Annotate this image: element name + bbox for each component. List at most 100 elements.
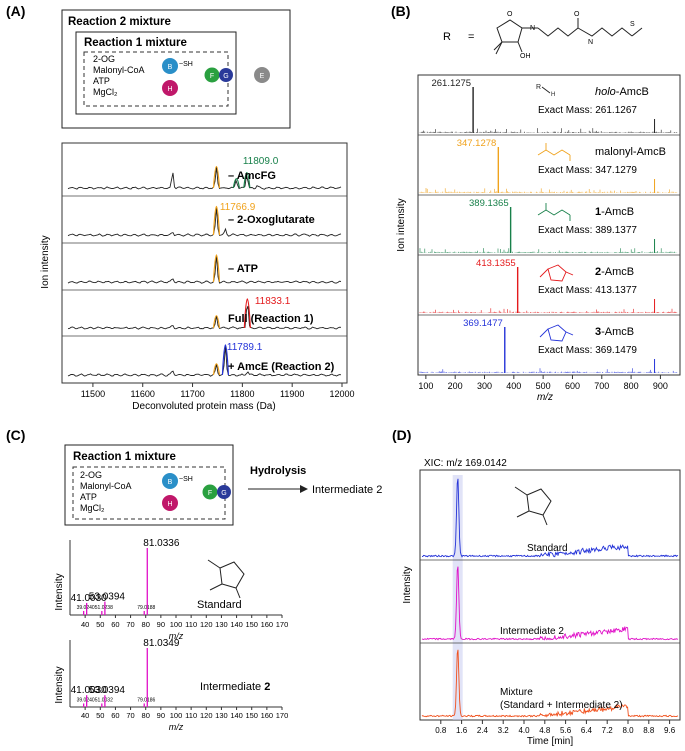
panel-c-xtick-label: 80 — [142, 620, 150, 629]
panel-b-noise — [419, 308, 678, 313]
c-protein-f-ball: F — [202, 484, 218, 500]
panel-c-xtick-label: 160 — [261, 711, 274, 720]
panel-b-xtick-label: 900 — [653, 381, 668, 391]
panel-b-ylabel: Ion intensity — [396, 198, 407, 251]
c-reagent-atp: ATP — [80, 492, 97, 502]
panel-d-xtick-label: 2.4 — [477, 726, 489, 735]
panel-c-xtick-label: 90 — [157, 711, 165, 720]
panel-b-structure-ring — [547, 324, 567, 342]
panel-c-bond — [207, 559, 221, 569]
xic-label: XIC: m/z 169.0142 — [424, 458, 507, 469]
c-reagent-mgcl2: MgCl₂ — [80, 503, 105, 513]
panel-d-xtick-label: 8.8 — [643, 726, 655, 735]
panel-b-peak-label: 413.1355 — [476, 258, 516, 269]
panel-c-peak-label: 79.0188 — [137, 605, 155, 611]
panel-c-peak-label: 41.0030 — [71, 685, 108, 696]
panel-b-structure-bond — [565, 331, 574, 336]
r-structure-n1: N — [530, 25, 535, 32]
r-structure-s: S — [630, 21, 635, 28]
r-structure-o2: O — [574, 11, 580, 18]
panel-d-label: (D) — [392, 427, 411, 443]
panel-c-xtick-label: 100 — [170, 711, 183, 720]
panel-d-xtick-label: 8.0 — [622, 726, 634, 735]
svg-text:H: H — [167, 501, 172, 508]
panel-c-peak-label: 51.0238 — [95, 605, 113, 611]
panel-b-exact-mass: Exact Mass: 369.1479 — [538, 345, 637, 356]
panel-a-peak-mark — [243, 172, 251, 189]
hydrolysis-arrowhead — [300, 485, 308, 493]
panel-d-trace — [421, 566, 679, 641]
panel-d-xtick-label: 7.2 — [602, 726, 614, 735]
panel-c-xtick-label: 60 — [111, 711, 119, 720]
r-group-label: R — [443, 31, 451, 43]
svg-text:B: B — [168, 64, 173, 71]
panel-b-peak-label: 369.1477 — [463, 318, 503, 329]
panel-c-peak-label: 41.0030 — [71, 593, 108, 604]
panel-c-peak-label: 39.0240 — [77, 697, 95, 703]
svg-text:H: H — [167, 86, 172, 93]
panel-b-exact-mass: Exact Mass: 389.1377 — [538, 225, 637, 236]
c-protein-h-ball: H — [162, 495, 178, 511]
panel-b-peak-label: 389.1365 — [469, 198, 509, 209]
panel-a-condition-label: Full (Reaction 1) — [228, 313, 314, 325]
panel-b-species-label: 2-AmcB — [595, 266, 634, 278]
panel-c-bond — [209, 583, 223, 591]
protein-g-ball: G — [219, 68, 233, 82]
panel-c-xlabel: m/z — [169, 722, 184, 732]
panel-b-structure-r: R — [536, 84, 541, 91]
panel-a-peak-label: 11766.9 — [220, 202, 256, 213]
svg-text:F: F — [208, 490, 212, 497]
reaction1-box — [75, 31, 237, 115]
panel-b-peak-label: 347.1278 — [457, 138, 497, 149]
panel-a-xtick-label: 11900 — [280, 389, 304, 399]
panel-c-peak-label: 53.0394 — [89, 592, 126, 603]
c-reaction1-box — [64, 444, 234, 526]
c-reaction1-title: Reaction 1 mixture — [73, 451, 176, 463]
reaction2-title: Reaction 2 mixture — [68, 16, 171, 28]
reaction2-box — [61, 9, 291, 129]
panel-c-peak-label: 81.0336 — [143, 538, 180, 549]
hydrolysis-product: Intermediate 2 — [312, 484, 382, 496]
panel-a-xtick-label: 11600 — [131, 389, 155, 399]
panel-a-peak-label: 11809.0 — [243, 156, 279, 167]
panel-b-peak-label: 261.1275 — [431, 78, 471, 89]
panel-b-xtick-label: 100 — [418, 381, 433, 391]
c-sh-label: ~SH — [179, 476, 193, 483]
panel-c-xtick-label: 50 — [96, 711, 104, 720]
panel-b-structure-ring — [547, 264, 567, 282]
panel-b-noise — [419, 128, 678, 133]
panel-d-plot-frame — [419, 469, 681, 721]
reagent-malonyl-coa: Malonyl-CoA — [93, 65, 145, 75]
panel-b-exact-mass: Exact Mass: 261.1267 — [538, 105, 637, 116]
panel-b-species-label: 3-AmcB — [595, 326, 634, 338]
panel-b-xtick-label: 700 — [594, 381, 609, 391]
panel-a-trace — [67, 305, 342, 330]
panel-c-xtick-label: 160 — [261, 620, 274, 629]
svg-text:G: G — [221, 490, 226, 497]
panel-b-exact-mass: Exact Mass: 347.1279 — [538, 165, 637, 176]
sh-label: ~SH — [179, 61, 193, 68]
svg-text:F: F — [210, 73, 214, 80]
panel-a-trace — [67, 344, 342, 377]
panel-b-xtick-label: 200 — [448, 381, 463, 391]
panel-a: (A) Reaction 2 mixture Reaction 1 mixtur… — [6, 3, 355, 412]
panel-c-peak-label: 39.0240 — [77, 605, 95, 611]
panel-d-ring — [526, 488, 552, 516]
panel-c-structure-icon — [207, 559, 245, 599]
reaction1-title: Reaction 1 mixture — [84, 37, 187, 49]
d-trace-label-standard: Standard — [527, 543, 568, 554]
panel-b-structure-bond — [539, 328, 549, 338]
panel-d-xtick-label: 5.6 — [560, 726, 572, 735]
protein-f-ball: F — [204, 67, 220, 83]
panel-b-species-label: 1-AmcB — [595, 206, 634, 218]
panel-c-xtick-label: 130 — [215, 620, 228, 629]
protein-e-ball: E — [254, 67, 270, 83]
panel-b-exact-mass: Exact Mass: 413.1377 — [538, 285, 637, 296]
panel-c-xtick-label: 90 — [157, 620, 165, 629]
protein-b-ball: B — [162, 58, 178, 74]
c-protein-g-ball: G — [217, 485, 231, 499]
